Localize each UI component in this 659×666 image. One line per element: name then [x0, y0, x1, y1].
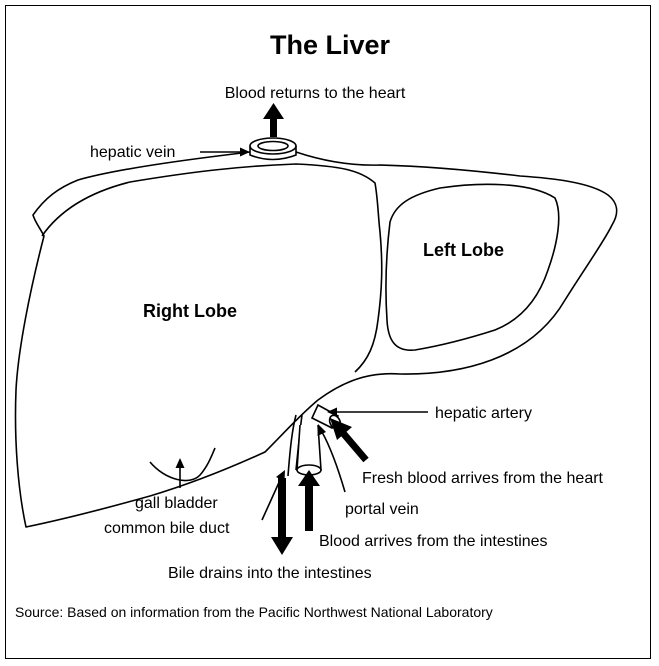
arrow-blood-from-intestines	[298, 470, 320, 531]
arrow-bile-drains	[271, 478, 293, 555]
label-portal-vein: portal vein	[345, 501, 419, 518]
label-fresh-blood: Fresh blood arrives from the heart	[362, 470, 604, 487]
label-gall-bladder: gall bladder	[135, 495, 218, 512]
label-common-bile-duct: common bile duct	[104, 520, 230, 537]
pointer-hepatic-artery	[327, 408, 428, 417]
diagram-title: The Liver	[270, 30, 391, 60]
label-bile-drains: Bile drains into the intestines	[168, 565, 372, 582]
label-blood-returns: Blood returns to the heart	[225, 85, 406, 102]
label-blood-intestines: Blood arrives from the intestines	[319, 533, 548, 550]
label-hepatic-vein: hepatic vein	[90, 144, 175, 161]
source-note: Source: Based on information from the Pa…	[15, 602, 575, 622]
label-left-lobe: Left Lobe	[423, 240, 504, 260]
label-hepatic-artery: hepatic artery	[435, 405, 532, 422]
left-lobe-outline	[386, 184, 559, 350]
label-right-lobe: Right Lobe	[143, 301, 237, 321]
pointer-gall-bladder	[176, 458, 185, 488]
hilum-vessels	[288, 405, 342, 476]
hepatic-vein-vessel	[250, 138, 296, 160]
arrow-fresh-blood	[330, 418, 366, 460]
arrow-up-heart	[263, 103, 284, 137]
liver-inner-rim	[42, 164, 382, 372]
